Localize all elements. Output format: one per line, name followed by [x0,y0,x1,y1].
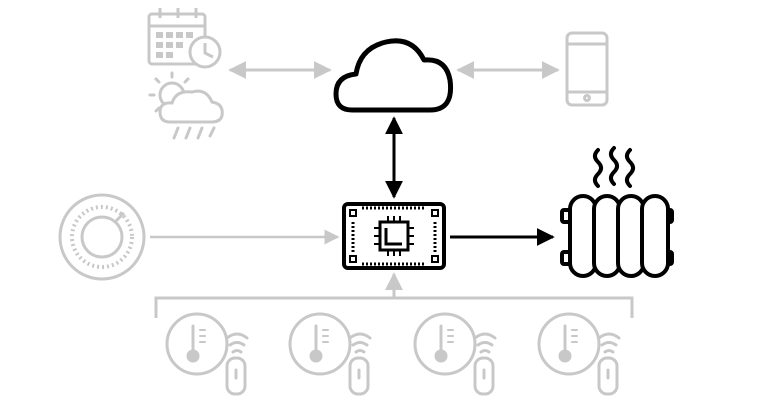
wireless-temperature-sensor-icon [165,312,249,396]
cloud-icon [333,38,454,113]
weather-sun-cloud-rain-icon [148,71,224,140]
wireless-temperature-sensor-icon [537,312,621,396]
wireless-temperature-sensor-icon [413,312,497,396]
radiator-heat-icon [560,146,674,278]
connections [150,61,634,318]
sensor-group [165,312,621,396]
controller-board-icon [342,202,446,270]
arrow-sensors-controller [154,272,634,318]
wireless-temperature-sensor-icon [288,312,372,396]
calendar-clock-icon [147,8,222,69]
thermostat-dial-icon [58,193,146,281]
smartphone-icon [565,31,609,107]
